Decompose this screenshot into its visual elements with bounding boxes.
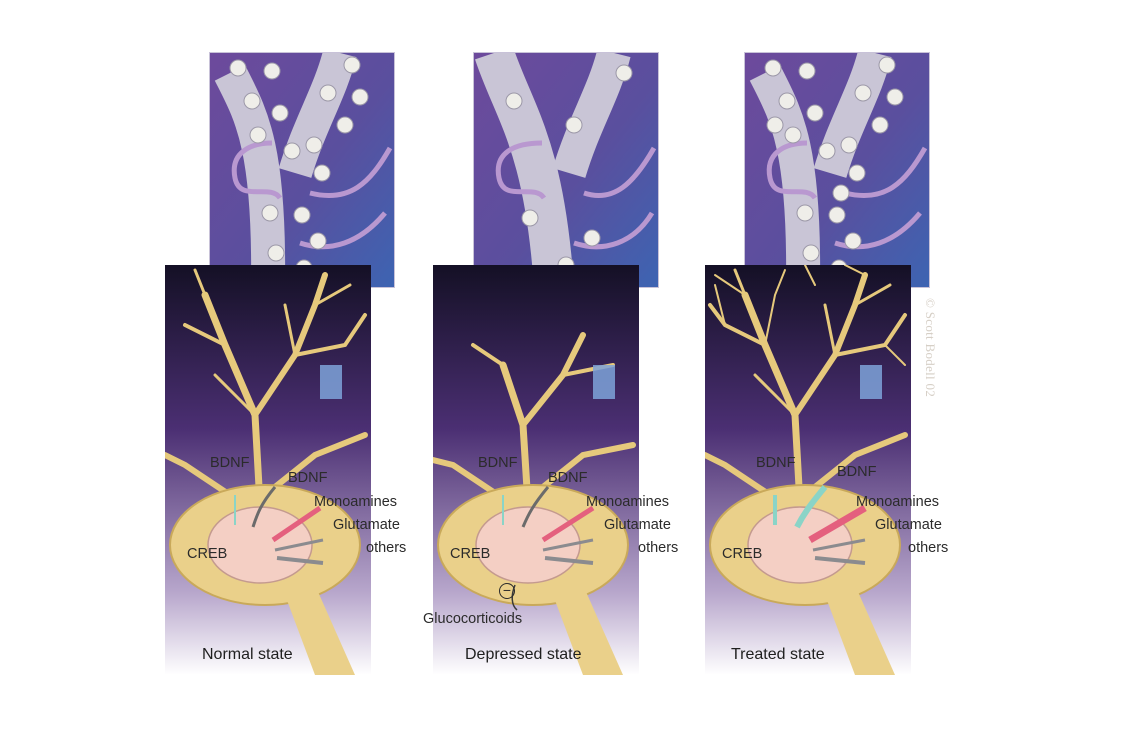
nucleus	[747, 506, 853, 584]
synapse-marker	[320, 365, 342, 399]
label-glutamate: Glutamate	[875, 517, 942, 533]
nucleus	[475, 506, 581, 584]
dendrite-zoom-image	[474, 53, 658, 287]
label-glucocorticoids: Glucocorticoids	[423, 611, 523, 627]
label-creb: CREB	[187, 546, 228, 562]
label-glutamate: Glutamate	[604, 517, 671, 533]
caption-normal-state: Normal state	[202, 646, 293, 663]
synapse-marker	[593, 365, 615, 399]
minus-inhibition-icon: −	[499, 583, 515, 599]
caption-depressed-state: Depressed state	[465, 646, 582, 663]
neuron-illustration-depressed	[433, 265, 639, 675]
label-others: others	[366, 540, 407, 556]
neuron-illustration-treated	[705, 265, 911, 675]
minus-symbol: −	[502, 582, 512, 598]
dendrite-zoom-normal	[210, 53, 394, 287]
label-monoamines: Monoamines	[314, 494, 398, 510]
neuron-cell	[705, 265, 911, 675]
label-monoamines: Monoamines	[586, 494, 670, 510]
neuron-cell	[165, 265, 371, 675]
label-bdnf-inner: BDNF	[478, 455, 518, 471]
neuron-cell	[433, 265, 639, 675]
synapse-marker	[860, 365, 882, 399]
dendrite-zoom-treated	[745, 53, 929, 287]
panel-depressed-state: BDNF BDNF Monoamines Glutamate others CR…	[423, 0, 708, 732]
label-others: others	[638, 540, 679, 556]
copyright-watermark: © Scott Bodell 02	[915, 298, 938, 470]
label-glutamate: Glutamate	[333, 517, 400, 533]
panel-treated-state: BDNF BDNF Monoamines Glutamate others CR…	[700, 0, 980, 732]
label-bdnf-outer: BDNF	[837, 464, 877, 480]
label-bdnf-inner: BDNF	[210, 455, 250, 471]
label-creb: CREB	[722, 546, 763, 562]
dendrite-zoom-image	[745, 53, 929, 287]
neuron-illustration-normal	[165, 265, 371, 675]
label-monoamines: Monoamines	[856, 494, 940, 510]
label-bdnf-outer: BDNF	[548, 470, 588, 486]
label-creb: CREB	[450, 546, 491, 562]
label-bdnf-inner: BDNF	[756, 455, 796, 471]
label-bdnf-outer: BDNF	[288, 470, 328, 486]
dendrite-zoom-depressed	[474, 53, 658, 287]
label-others: others	[908, 540, 949, 556]
dendrite-zoom-image	[210, 53, 394, 287]
caption-treated-state: Treated state	[731, 646, 825, 663]
copyright-text: © Scott Bodell 02	[923, 298, 938, 398]
panel-normal-state: BDNF BDNF Monoamines Glutamate others CR…	[160, 0, 440, 732]
